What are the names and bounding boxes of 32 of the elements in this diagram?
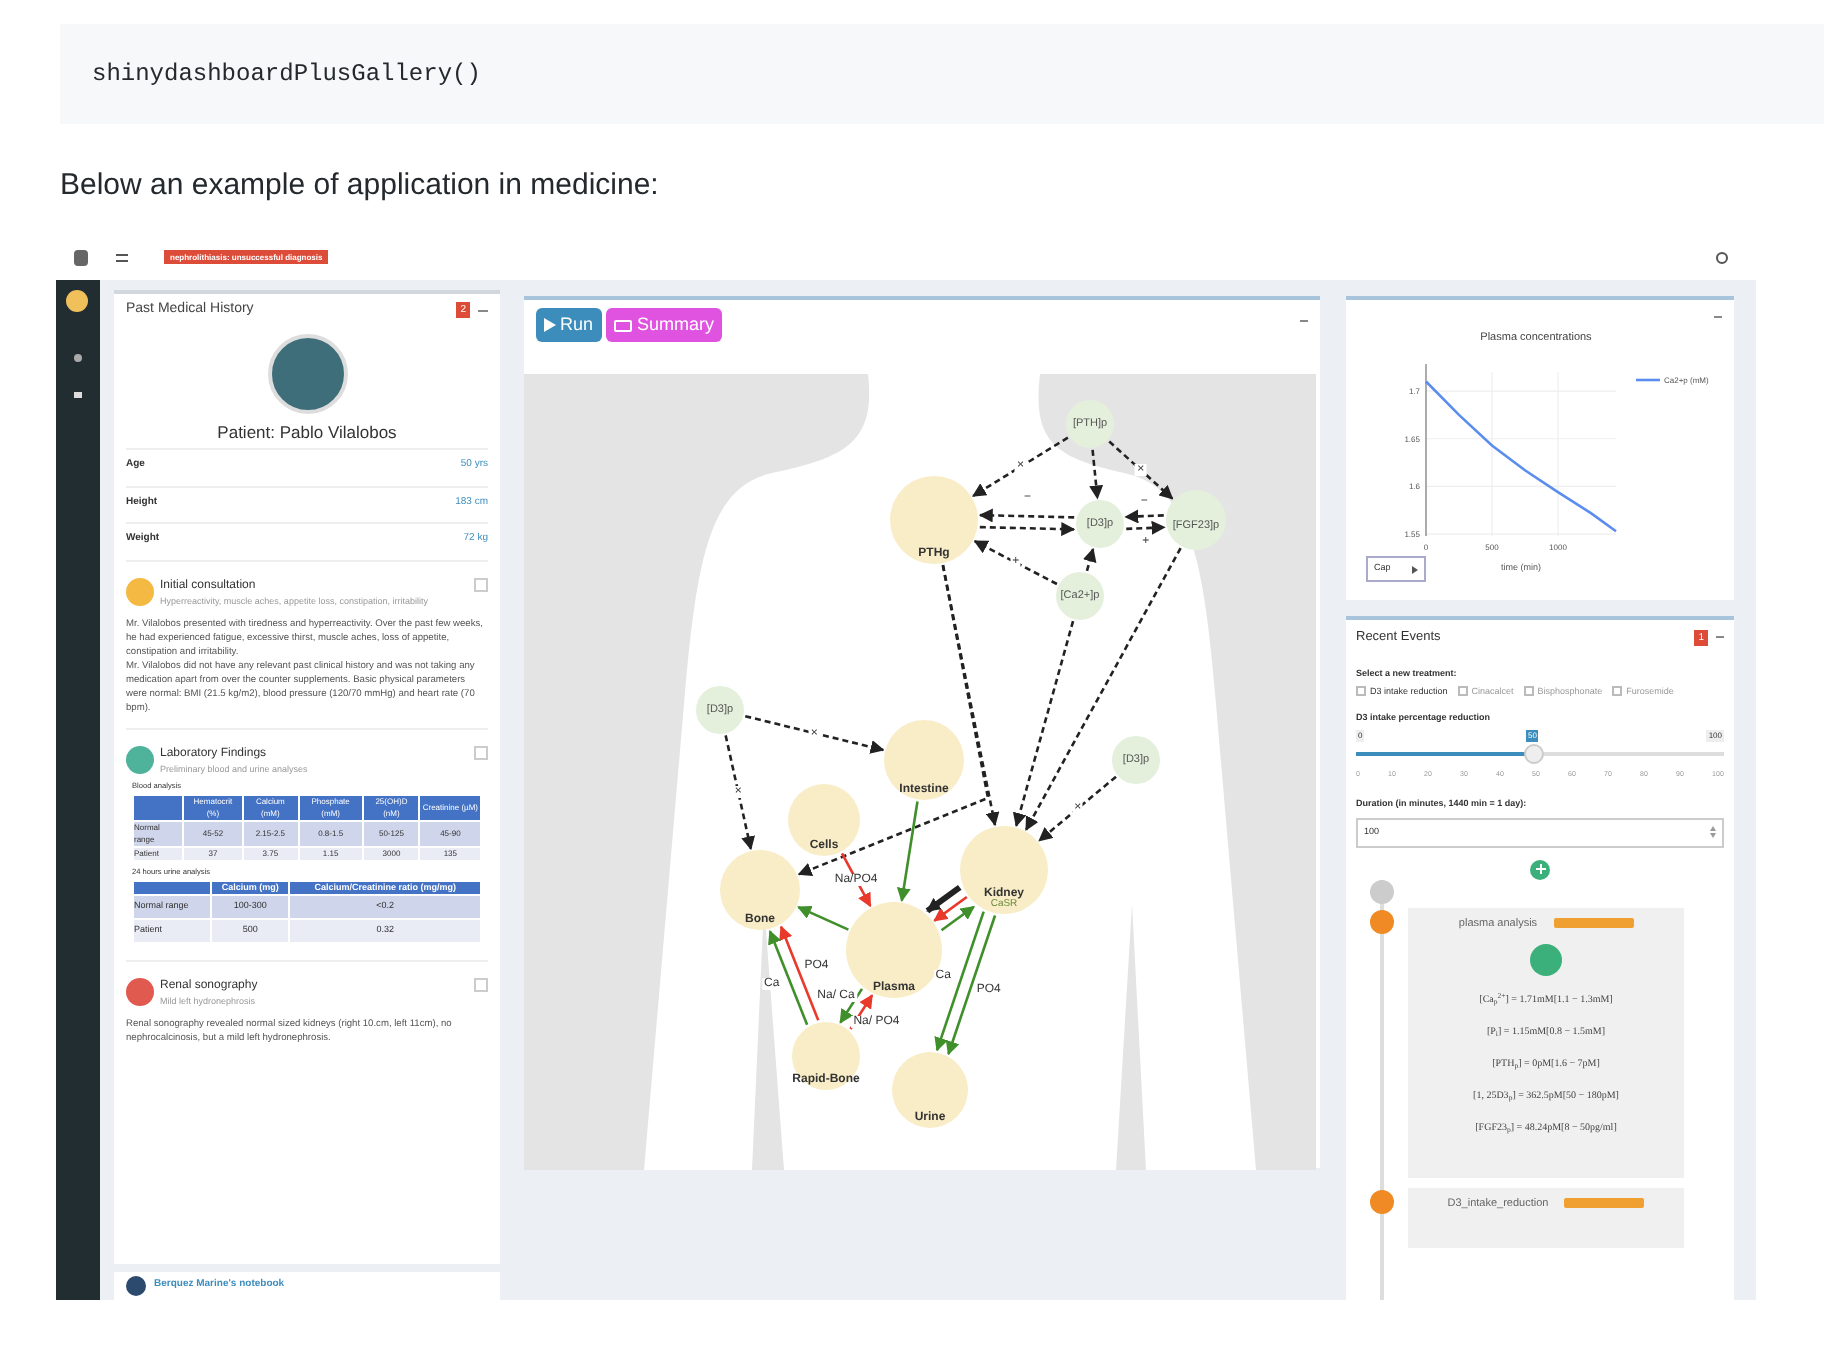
arrow [1108,440,1174,500]
arrow [768,929,809,1026]
arrow [933,896,968,922]
arrow [941,564,1000,827]
arrow [797,564,990,877]
arrow [744,714,885,754]
arrow [724,735,755,851]
arrow [1012,620,1075,827]
arrow [1082,547,1097,572]
arrow [1025,547,1182,831]
arrow [1038,775,1117,842]
arrow [940,905,975,932]
arrow [972,436,1069,497]
arrow [840,852,872,908]
summary-button: Summary [605,308,723,342]
arrow [779,925,820,1021]
arrow [979,522,1076,537]
arrow [973,540,1058,586]
arrow [945,915,997,1056]
arrow [896,801,919,902]
paragraph: Below an example of application in medicine: [60,166,659,206]
arrow [1126,520,1166,535]
arrow [978,508,1075,523]
patient-name: Patient: Pablo Vilalobos [217,419,397,445]
code-text: shinydashboardPlusGallery() [92,58,481,92]
arrow [1089,449,1104,500]
arrow [797,905,849,931]
run-button: Run [536,308,602,342]
arrow [934,911,985,1052]
arrow [1124,509,1164,524]
arrow [925,884,962,914]
arrow [839,988,864,1024]
